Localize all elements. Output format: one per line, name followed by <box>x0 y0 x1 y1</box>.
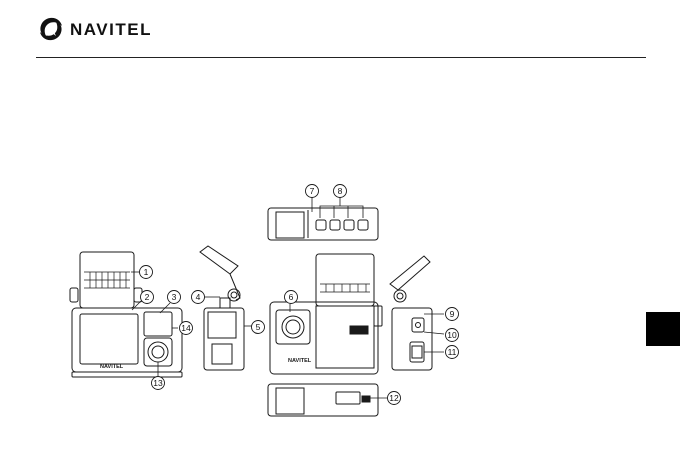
callout-number: 1 <box>144 267 149 277</box>
callout-6: 6 <box>285 291 298 304</box>
header-rule <box>36 57 646 58</box>
page-header: NAVITEL <box>36 10 436 50</box>
callout-number: 4 <box>196 292 201 302</box>
bottom-view <box>268 384 378 416</box>
callout-14: 14 <box>180 322 193 335</box>
page-side-tab <box>646 312 680 346</box>
callout-12: 12 <box>388 392 401 405</box>
callout-10: 10 <box>446 329 459 342</box>
callout-9: 9 <box>446 308 459 321</box>
callout-4: 4 <box>192 291 205 304</box>
rear-view <box>270 254 382 374</box>
front-view <box>70 252 182 377</box>
callout-number: 14 <box>181 323 191 333</box>
callout-8: 8 <box>334 185 347 198</box>
callout-1: 1 <box>140 266 153 279</box>
callout-number: 3 <box>172 292 177 302</box>
navitel-swirl-icon <box>36 14 66 44</box>
callout-number: 8 <box>338 186 343 196</box>
callout-number: 7 <box>310 186 315 196</box>
callout-number: 13 <box>153 378 163 388</box>
callout-number: 6 <box>289 292 294 302</box>
callout-number: 5 <box>256 322 261 332</box>
callout-2: 2 <box>141 291 154 304</box>
callout-number: 11 <box>448 347 457 357</box>
callout-7: 7 <box>306 185 319 198</box>
callout-3: 3 <box>168 291 181 304</box>
callout-number: 2 <box>145 292 150 302</box>
top-view <box>268 208 378 240</box>
callout-number: 12 <box>389 393 399 403</box>
front-logo: NAVITEL <box>100 364 124 370</box>
left-side-view <box>200 246 244 370</box>
callout-5: 5 <box>252 321 265 334</box>
callout-number: 9 <box>450 309 455 319</box>
callout-11: 11 <box>446 346 459 359</box>
callout-number: 10 <box>447 330 457 340</box>
brand-name: NAVITEL <box>70 20 152 40</box>
rear-logo: NAVITEL <box>288 358 312 364</box>
right-side-view <box>390 256 432 370</box>
callout-13: 13 <box>152 377 165 390</box>
